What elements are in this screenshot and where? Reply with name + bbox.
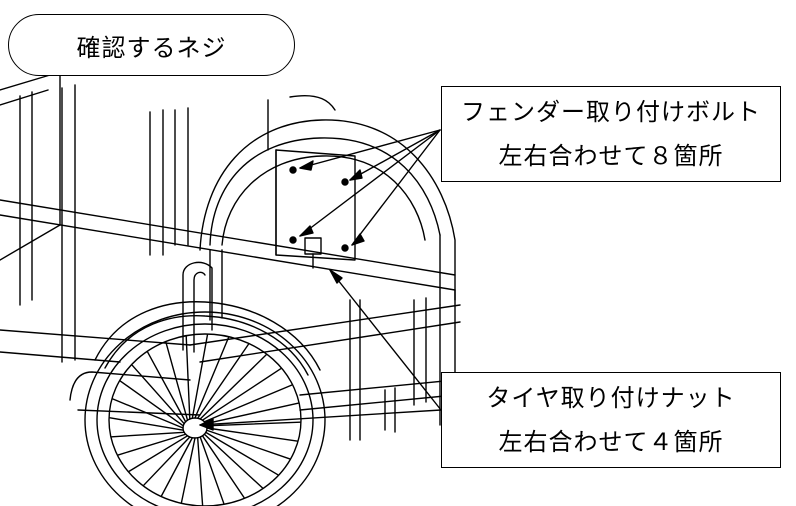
- fender-plate: [275, 149, 356, 269]
- wheel-spoke: [194, 336, 230, 419]
- fender-bolt-callout: フェンダー取り付けボルト 左右合わせて８箇所: [441, 86, 781, 182]
- wheel-spoke: [199, 436, 225, 505]
- fender-callout-line1: フェンダー取り付けボルト: [461, 98, 761, 126]
- page-title: 確認するネジ: [8, 14, 295, 76]
- fender-callout-line2: 左右合わせて８箇所: [498, 142, 724, 170]
- wheel-fender: [94, 301, 321, 376]
- wheel-spoke: [165, 341, 189, 421]
- tire-leader-arrows: [199, 269, 442, 431]
- wheel: [84, 311, 326, 506]
- title-text: 確認するネジ: [76, 33, 227, 62]
- wheel-spokes: [109, 334, 301, 506]
- rear-fender: [199, 95, 456, 306]
- wheel-spoke: [196, 343, 250, 419]
- wheel-spoke: [128, 435, 189, 472]
- wheel-spoke: [180, 437, 196, 504]
- wheel-spoke: [205, 421, 301, 427]
- wheel-spoke: [205, 431, 279, 476]
- wheel-spoke: [117, 433, 187, 456]
- handle-loop: [69, 261, 213, 416]
- wheel-spoke: [201, 368, 282, 421]
- wheel-spoke: [206, 427, 298, 442]
- fender-leader-arrows: [299, 129, 441, 246]
- wheel-spoke: [119, 380, 185, 427]
- wheel-spoke: [146, 351, 187, 423]
- wheel-spoke: [185, 335, 191, 420]
- wheel-spoke: [112, 398, 184, 429]
- wheel-spoke: [201, 435, 245, 499]
- wheel-spoke: [205, 429, 291, 460]
- wheel-spoke: [205, 402, 299, 425]
- wheel-spoke: [199, 354, 267, 420]
- wheel-spoke: [203, 384, 293, 423]
- tire-callout-line1: タイヤ取り付けナット: [486, 384, 736, 412]
- wheel-spoke: [109, 417, 185, 431]
- tire-nut-callout: タイヤ取り付けナット 左右合わせて４箇所: [441, 372, 781, 468]
- wheel-spoke: [131, 364, 185, 425]
- tire-callout-line2: 左右合わせて４箇所: [498, 428, 724, 456]
- wheel-spoke: [196, 437, 204, 506]
- wheel-spoke: [191, 334, 209, 419]
- cart-frame: [0, 71, 461, 441]
- wheel-spoke: [143, 436, 191, 486]
- fender-bolt: [289, 166, 349, 252]
- wheel-spoke: [160, 437, 194, 497]
- wheel-spoke: [111, 431, 185, 438]
- wheel-spoke: [203, 433, 264, 489]
